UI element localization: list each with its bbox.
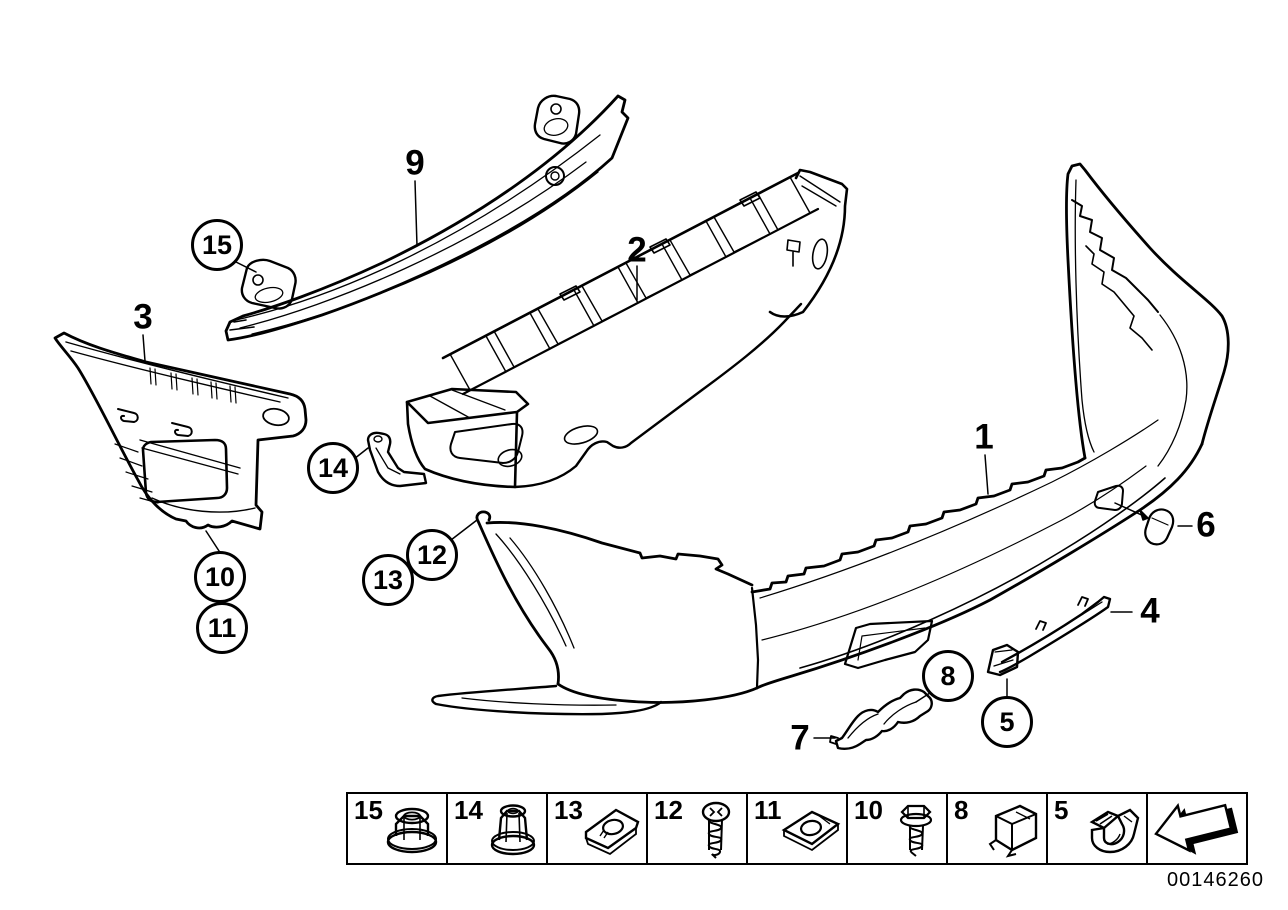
part-2-impact-absorber-drawing xyxy=(405,168,849,489)
callout-12[interactable]: 12 xyxy=(406,529,458,581)
legend-item-8[interactable]: 8 xyxy=(946,792,1048,865)
legend-item-11[interactable]: 11 xyxy=(746,792,848,865)
callout-14[interactable]: 14 xyxy=(307,442,359,494)
back-arrow-icon xyxy=(1150,798,1242,865)
sheet-metal-nut-icon xyxy=(578,800,644,865)
expansion-clip-icon xyxy=(978,800,1044,867)
part-14-bracket-drawing xyxy=(366,431,428,488)
callout-8[interactable]: 8 xyxy=(922,650,974,702)
part-7-bracket-drawing xyxy=(829,688,933,750)
fastener-legend: 15 14 xyxy=(346,792,1248,865)
callout-9[interactable]: 9 xyxy=(405,143,425,183)
diagram-number: 00146260 xyxy=(1167,869,1264,891)
part-9-carrier-drawing xyxy=(224,94,630,342)
sheet-metal-nut-icon xyxy=(778,800,844,865)
callout-1[interactable]: 1 xyxy=(974,417,994,457)
part-6-cover-drawing xyxy=(1144,508,1175,546)
legend-item-13[interactable]: 13 xyxy=(546,792,648,865)
callout-5[interactable]: 5 xyxy=(981,696,1033,748)
callout-13[interactable]: 13 xyxy=(362,554,414,606)
leader-lines xyxy=(142,180,1193,739)
legend-item-14[interactable]: 14 xyxy=(446,792,548,865)
legend-item-15[interactable]: 15 xyxy=(346,792,448,865)
part-4-trim-strip-drawing xyxy=(998,595,1112,674)
callout-7[interactable]: 7 xyxy=(790,718,810,758)
callout-11[interactable]: 11 xyxy=(196,602,248,654)
hex-screw-icon xyxy=(888,800,944,869)
legend-back-arrow-cell[interactable] xyxy=(1146,792,1248,865)
plastic-cap-nut-icon xyxy=(482,800,544,865)
legend-item-10[interactable]: 10 xyxy=(846,792,948,865)
legend-item-5[interactable]: 5 xyxy=(1046,792,1148,865)
phillips-screw-icon xyxy=(688,800,744,869)
part-3-side-support-drawing xyxy=(53,331,308,531)
callout-15[interactable]: 15 xyxy=(191,219,243,271)
legend-item-12[interactable]: 12 xyxy=(646,792,748,865)
retainer-clip-icon xyxy=(1078,800,1144,867)
flange-nut-icon xyxy=(382,800,444,865)
part-1-bumper-trim-drawing xyxy=(431,162,1230,716)
part-5-clip-drawing xyxy=(986,643,1020,677)
callout-10[interactable]: 10 xyxy=(194,551,246,603)
callout-3[interactable]: 3 xyxy=(133,297,153,337)
callout-6[interactable]: 6 xyxy=(1196,505,1216,545)
callout-2[interactable]: 2 xyxy=(627,230,647,270)
callout-4[interactable]: 4 xyxy=(1140,591,1160,631)
